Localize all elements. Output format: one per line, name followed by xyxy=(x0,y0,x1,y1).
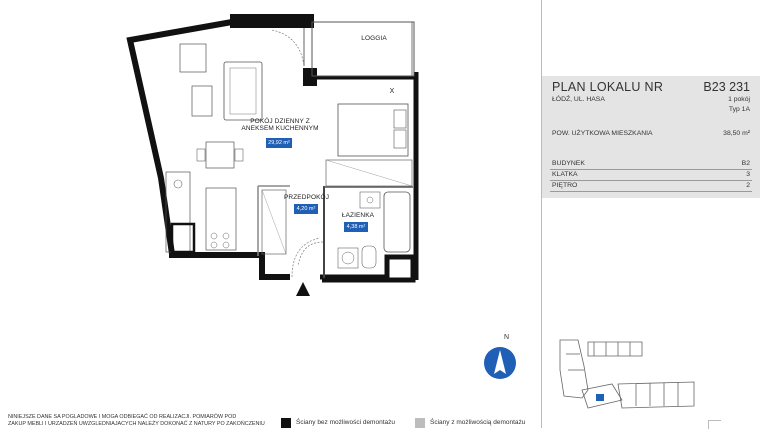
washbasin-drain xyxy=(366,196,374,204)
legend-fixed-walls-swatch xyxy=(281,418,291,428)
address: ŁÓDŹ, UL. HASA xyxy=(552,96,605,103)
sofa xyxy=(223,61,263,121)
site-building-outline xyxy=(559,339,589,399)
washing-machine-drum xyxy=(341,251,355,265)
wall-pillar-top xyxy=(230,14,314,28)
stove-burner xyxy=(210,232,218,240)
rooms-count: 1 pokój xyxy=(728,96,750,103)
loggia-label: LOGGIA xyxy=(361,35,387,42)
wall-outer-left xyxy=(126,19,233,255)
living-room-label: POKÓJ DZIENNY Z ANEKSEM KUCHENNYM xyxy=(238,118,322,133)
staircase-label: KLATKA xyxy=(552,171,578,178)
living-room-label-line1: POKÓJ DZIENNY Z xyxy=(250,118,310,125)
apartment-info-box: PLAN LOKALU NR B23 231 ŁÓDŹ, UL. HASA 1 … xyxy=(542,76,760,198)
chair xyxy=(234,148,244,162)
toilet xyxy=(361,245,377,269)
living-room-label-line2: ANEKSEM KUCHENNYM xyxy=(241,125,319,133)
wall-pillar-mid xyxy=(303,68,317,86)
apartment-type: Typ 1A xyxy=(728,106,750,113)
wardrobe xyxy=(325,159,413,187)
coffee-table xyxy=(191,85,213,117)
floor-value: 2 xyxy=(746,182,750,189)
plan-title: PLAN LOKALU NR xyxy=(552,80,664,94)
hall-label: PRZEDPOKÓJ xyxy=(284,194,330,201)
site-building-outline xyxy=(587,341,643,357)
building-label: BUDYNEK xyxy=(552,160,585,167)
washing-machine xyxy=(337,247,359,269)
legend-removable-walls-swatch xyxy=(415,418,425,428)
hall-area-badge: 4,20 m² xyxy=(294,204,318,214)
row-divider xyxy=(550,180,752,181)
staircase-value: 3 xyxy=(746,171,750,178)
compass xyxy=(484,347,516,379)
compass-north-label: N xyxy=(504,334,510,341)
info-panel: PLAN LOKALU NR B23 231 ŁÓDŹ, UL. HASA 1 … xyxy=(542,0,760,428)
living-room-area-badge: 29,92 m² xyxy=(266,138,292,148)
compass-needle-icon xyxy=(494,350,506,374)
bed-pillow xyxy=(393,129,407,149)
site-building-outline xyxy=(581,383,623,409)
stove-burner xyxy=(210,241,218,249)
bathroom-label: ŁAZIENKA xyxy=(341,212,375,219)
hall-wardrobe-diagonal xyxy=(261,189,287,255)
loggia-outline xyxy=(311,21,415,77)
x-mark: X xyxy=(389,88,395,95)
corner-mark xyxy=(708,420,721,429)
stove-burner xyxy=(222,241,230,249)
balcony-door-arc xyxy=(271,29,305,67)
disclaimer-line1: NINIEJSZE DANE SA POGLADOWE I MOGA ODBIE… xyxy=(8,414,237,420)
bathroom-area-badge: 4,38 m² xyxy=(344,222,368,232)
building-value: B2 xyxy=(741,160,750,167)
entrance-arrow-icon xyxy=(296,282,310,296)
divider xyxy=(541,0,542,428)
floor-plan xyxy=(126,14,419,296)
wall-outer-bottom xyxy=(169,252,290,280)
disclaimer-line2: ZAKUP MEBLI I URZADZEŃ UWZGLEDNIAJACYCH … xyxy=(8,421,265,427)
dining-table xyxy=(205,141,235,169)
kitchen-sink xyxy=(173,179,183,189)
site-apartment-highlight xyxy=(596,394,604,401)
wall-outer-bottom-right xyxy=(320,254,416,283)
fridge xyxy=(170,222,196,254)
washbasin xyxy=(359,191,381,209)
apartment-number: B23 231 xyxy=(703,80,750,94)
row-divider xyxy=(550,169,752,170)
row-divider xyxy=(550,191,752,192)
sofa-seat xyxy=(229,67,257,115)
stove-burner xyxy=(222,232,230,240)
usable-area-value: 38,50 m² xyxy=(723,130,750,137)
site-plan xyxy=(559,339,695,409)
legend-fixed-walls-label: Ściany bez możliwości demontażu xyxy=(296,419,395,426)
wardrobe-diagonal xyxy=(325,159,413,187)
bed-pillow xyxy=(393,109,407,129)
kitchen-counter-bottom xyxy=(205,187,237,251)
hall-wardrobe xyxy=(261,189,287,255)
disclaimer: NINIEJSZE DANE SA POGLADOWE I MOGA ODBIE… xyxy=(8,414,273,428)
legend-removable-walls-label: Ściany z możliwością demontażu xyxy=(430,419,526,426)
floor-label: PIĘTRO xyxy=(552,182,578,189)
usable-area-label: POW. UŻYTKOWA MIESZKANIA xyxy=(552,130,653,137)
chair xyxy=(196,148,206,162)
bed xyxy=(337,103,409,157)
bathtub xyxy=(383,191,411,253)
entrance-door-arc xyxy=(291,237,321,278)
armchair xyxy=(179,43,207,73)
bath-door-arc xyxy=(297,241,324,267)
site-building-outline xyxy=(617,381,695,409)
